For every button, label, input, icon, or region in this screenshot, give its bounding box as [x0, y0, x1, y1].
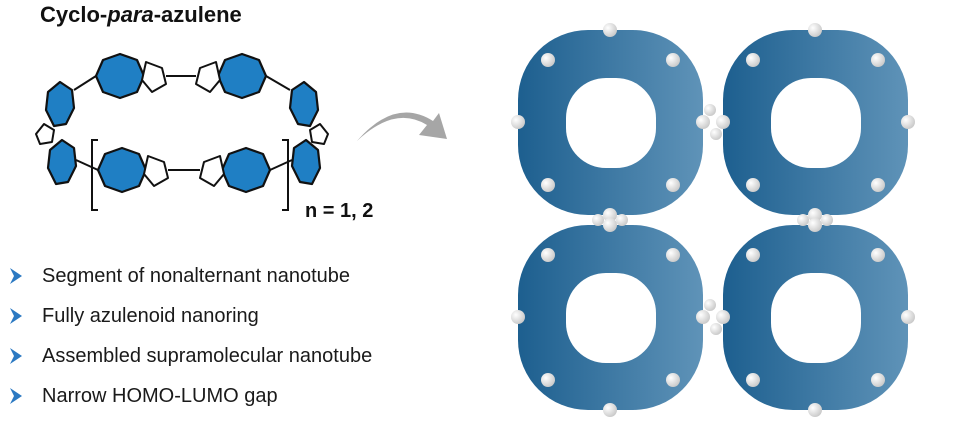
heptagon-ring — [44, 80, 76, 128]
chevron-right-arrowhead-icon — [10, 308, 22, 324]
list-item: Assembled supramolecular nanotube — [10, 336, 372, 376]
pentagon-ring — [141, 61, 167, 93]
chevron-right-arrowhead-icon — [10, 348, 22, 364]
nanotube-column — [511, 23, 710, 222]
nanoring-structure — [35, 52, 329, 211]
repeat-count-label: n = 1, 2 — [305, 200, 374, 222]
title-italic: para — [107, 2, 154, 27]
nanotube-column — [716, 23, 915, 222]
heptagon-ring — [96, 146, 148, 194]
heptagon-ring — [216, 52, 268, 100]
pentagon-ring — [199, 155, 225, 187]
chevron-right-arrowhead-icon — [10, 268, 22, 284]
heptagon-ring — [290, 138, 322, 186]
pentagon-ring — [143, 155, 169, 187]
title-suffix: -azulene — [153, 2, 242, 27]
heptagon-ring — [288, 80, 320, 128]
list-item: Fully azulenoid nanoring — [10, 296, 372, 336]
heptagon-ring — [94, 52, 146, 100]
list-item: Segment of nonalternant nanotube — [10, 256, 372, 296]
curved-arrow-icon — [357, 112, 447, 141]
chevron-right-arrowhead-icon — [10, 388, 22, 404]
nanotube-column — [716, 218, 915, 417]
figure-title: Cyclo-para-azulene — [40, 2, 242, 28]
list-item-text: Segment of nonalternant nanotube — [42, 264, 351, 287]
hydrogen-atom-row — [592, 104, 833, 335]
list-item: Narrow HOMO-LUMO gap — [10, 376, 372, 416]
nanotube-packing-model — [511, 23, 915, 417]
pentagon-ring — [195, 61, 221, 93]
title-prefix: Cyclo- — [40, 2, 108, 27]
list-item-text: Fully azulenoid nanoring — [42, 304, 259, 327]
heptagon-ring — [46, 138, 78, 186]
pentagon-ring — [35, 123, 55, 145]
nanotube-column — [511, 218, 710, 417]
feature-list: Segment of nonalternant nanotube Fully a… — [10, 256, 372, 416]
pentagon-ring — [309, 123, 329, 145]
list-item-text: Narrow HOMO-LUMO gap — [42, 384, 278, 407]
list-item-text: Assembled supramolecular nanotube — [42, 344, 373, 367]
heptagon-ring — [220, 146, 272, 194]
